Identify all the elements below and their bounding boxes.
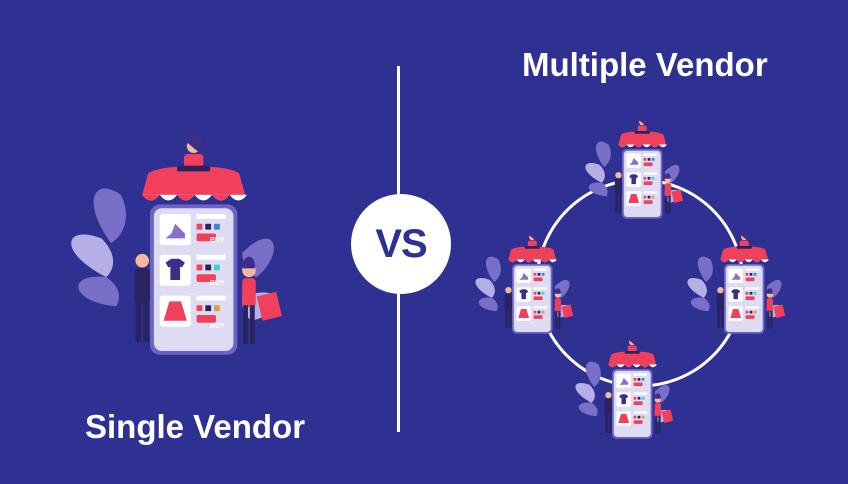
vendor-store-bottom: [575, 335, 674, 439]
vs-badge: VS: [351, 194, 451, 294]
divider-bottom: [397, 294, 400, 432]
buy-button-3: BUY: [210, 323, 225, 330]
vendor-store-top: [585, 115, 684, 219]
divider-top: [397, 66, 400, 194]
buy-button-2: BUY: [210, 280, 225, 287]
single-store: [71, 132, 282, 355]
vs-label: VS: [375, 221, 427, 266]
buy-button-1: BUY: [210, 237, 225, 244]
single-vendor-title: Single Vendor: [85, 408, 306, 445]
vendor-store-left: [475, 230, 574, 334]
multiple-vendor-title: Multiple Vendor: [522, 46, 768, 83]
